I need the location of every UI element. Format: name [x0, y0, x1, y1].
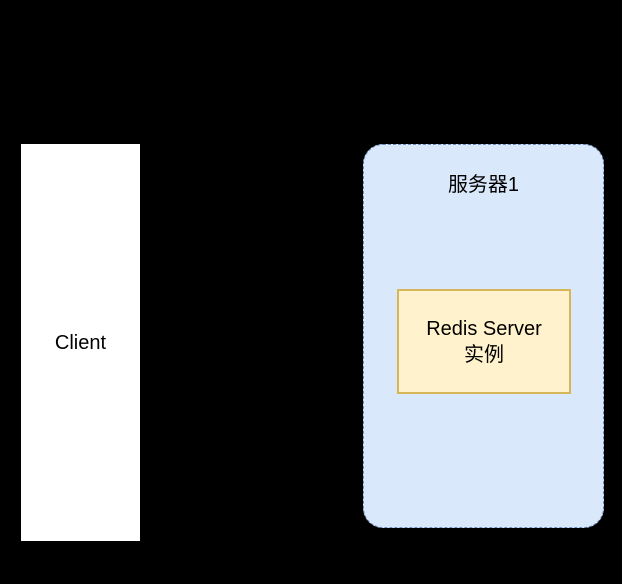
redis-server-instance-node[interactable]: Redis Server 实例	[397, 289, 571, 394]
redis-instance-label-line1: Redis Server	[426, 317, 542, 340]
redis-instance-label-line2: 实例	[464, 343, 504, 366]
client-node[interactable]: Client	[21, 144, 140, 541]
server-container[interactable]: 服务器1 Redis Server 实例	[363, 144, 604, 528]
server-container-title: 服务器1	[447, 174, 520, 196]
client-node-label: Client	[54, 331, 107, 354]
